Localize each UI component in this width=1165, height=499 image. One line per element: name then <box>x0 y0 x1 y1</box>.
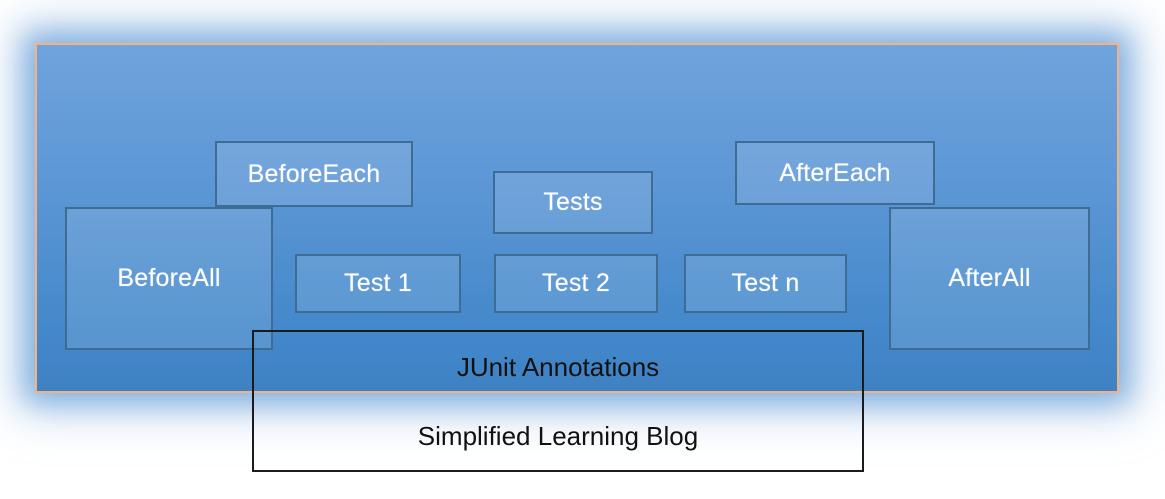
caption-secondary-row: Simplified Learning Blog <box>254 401 862 470</box>
annotation-box-tests-label: Tests <box>543 188 603 216</box>
annotation-box-before-each[interactable]: BeforeEach <box>215 141 413 207</box>
annotation-box-before-each-label: BeforeEach <box>247 159 381 188</box>
junit-lifecycle-panel: BeforeAll BeforeEach Tests Test 1 Test 2… <box>35 43 1119 393</box>
diagram-title: JUnit Annotations <box>456 351 660 382</box>
diagram-subtitle: Simplified Learning Blog <box>417 420 699 451</box>
annotation-box-test-2-label: Test 2 <box>542 269 610 297</box>
annotation-box-after-each[interactable]: AfterEach <box>735 141 935 205</box>
annotation-box-before-all[interactable]: BeforeAll <box>65 207 273 350</box>
annotation-box-before-all-label: BeforeAll <box>117 264 221 292</box>
annotation-box-after-all[interactable]: AfterAll <box>889 207 1090 350</box>
annotation-box-test-n-label: Test n <box>731 269 800 297</box>
annotation-box-tests[interactable]: Tests <box>493 171 653 234</box>
annotation-box-after-each-label: AfterEach <box>779 158 891 187</box>
annotation-box-test-1[interactable]: Test 1 <box>295 254 461 313</box>
annotation-box-after-all-label: AfterAll <box>948 264 1031 292</box>
annotation-box-test-n[interactable]: Test n <box>684 254 847 313</box>
annotation-box-test-1-label: Test 1 <box>344 269 412 297</box>
annotation-box-test-2[interactable]: Test 2 <box>494 254 658 313</box>
caption-box: JUnit Annotations Simplified Learning Bl… <box>252 330 864 472</box>
caption-primary-row: JUnit Annotations <box>254 332 862 401</box>
